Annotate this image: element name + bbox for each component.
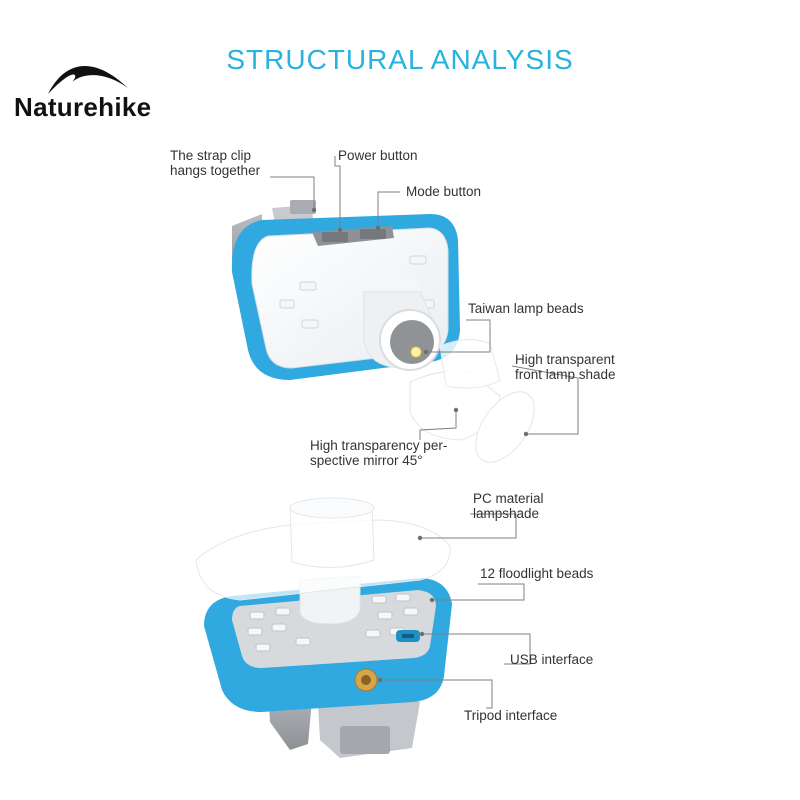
bottom-clip-ridge — [340, 726, 390, 754]
front-shade-label: High transparent front lamp shade — [515, 352, 616, 382]
mirror-label-line2: spective mirror 45° — [310, 453, 423, 468]
strap-clip-label-line2: hangs together — [170, 163, 261, 178]
power-button-shape — [322, 232, 348, 242]
taiwan-lamp-bead — [410, 346, 422, 358]
mode-button-shape — [360, 229, 386, 239]
tripod-hole — [361, 675, 371, 685]
pc-lampshade-top — [289, 497, 375, 519]
bottom-headlamp — [195, 497, 452, 758]
strap-clip-label-line1: The strap clip — [170, 148, 252, 163]
power-button-label: Power button — [338, 148, 418, 163]
pc-lampshade-label: PC material lampshade — [473, 491, 544, 521]
front-shade-label-line2: front lamp shade — [515, 367, 616, 382]
pc-lampshade-label-line2: lampshade — [473, 506, 540, 521]
floodlight-beads-label: 12 floodlight beads — [480, 566, 594, 581]
strap-clip-label: The strap clip hangs together — [170, 148, 260, 178]
mirror-top — [439, 339, 501, 389]
lens-cavity — [390, 320, 434, 364]
mirror-label: High transparency per- spective mirror 4… — [310, 438, 447, 468]
lamp-beads-label: Taiwan lamp beads — [468, 301, 584, 316]
usb-slot — [402, 634, 414, 638]
top-headlamp — [231, 200, 535, 463]
brand-name: Naturehike — [14, 92, 152, 122]
tripod-interface-label: Tripod interface — [464, 708, 558, 723]
usb-interface-label: USB interface — [510, 652, 594, 667]
mirror-label-line1: High transparency per- — [310, 438, 448, 453]
floodlight-beads — [247, 593, 419, 652]
front-lamp-shade-disc — [475, 391, 535, 463]
naturehike-logo-icon — [48, 65, 128, 94]
strap-clip — [290, 200, 316, 214]
front-shade-label-line1: High transparent — [515, 352, 615, 367]
pc-lampshade-label-line1: PC material — [473, 491, 544, 506]
page-title: STRUCTURAL ANALYSIS — [226, 44, 574, 75]
leader-lines — [270, 156, 579, 709]
leader-dots — [311, 207, 529, 683]
mode-button-label: Mode button — [406, 184, 482, 199]
